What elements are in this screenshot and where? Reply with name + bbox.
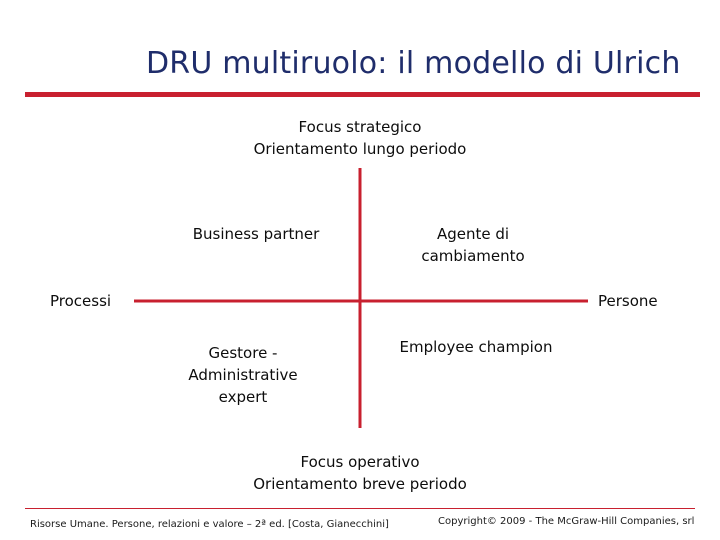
quadrant-tr-line-2: cambiamento	[421, 247, 525, 265]
quadrant-bl-line-3: expert	[218, 388, 268, 406]
axis-right-label: Persone	[598, 292, 658, 310]
quadrant-business-partner: Business partner	[178, 223, 334, 245]
quadrant-bl-line-2: Administrative	[188, 366, 298, 384]
axis-top-label: Focus strategico Orientamento lungo peri…	[230, 116, 490, 160]
axis-bottom-label: Focus operativo Orientamento breve perio…	[230, 451, 490, 495]
axis-top-line-1: Focus strategico	[298, 118, 422, 136]
axis-bottom-line-1: Focus operativo	[300, 453, 420, 471]
quadrant-employee-champion: Employee champion	[388, 336, 564, 358]
quadrant-tl-line-1: Business partner	[192, 225, 320, 243]
axis-left-label: Processi	[50, 292, 112, 310]
quadrant-agente-cambiamento: Agente di cambiamento	[398, 223, 548, 267]
quadrant-br-line-1: Employee champion	[399, 338, 553, 356]
footer-divider	[25, 508, 695, 509]
axis-top-line-2: Orientamento lungo periodo	[253, 140, 467, 158]
footer-source: Risorse Umane. Persone, relazioni e valo…	[30, 519, 389, 530]
quadrant-tr-line-1: Agente di	[436, 225, 510, 243]
axis-bottom-line-2: Orientamento breve periodo	[253, 475, 467, 493]
footer-copyright: Copyright© 2009 - The McGraw-Hill Compan…	[438, 516, 695, 527]
title-divider	[25, 92, 700, 97]
quadrant-administrative-expert: Gestore - Administrative expert	[165, 342, 321, 408]
quadrant-bl-line-1: Gestore -	[208, 344, 278, 362]
slide-title: DRU multiruolo: il modello di Ulrich	[146, 46, 681, 81]
